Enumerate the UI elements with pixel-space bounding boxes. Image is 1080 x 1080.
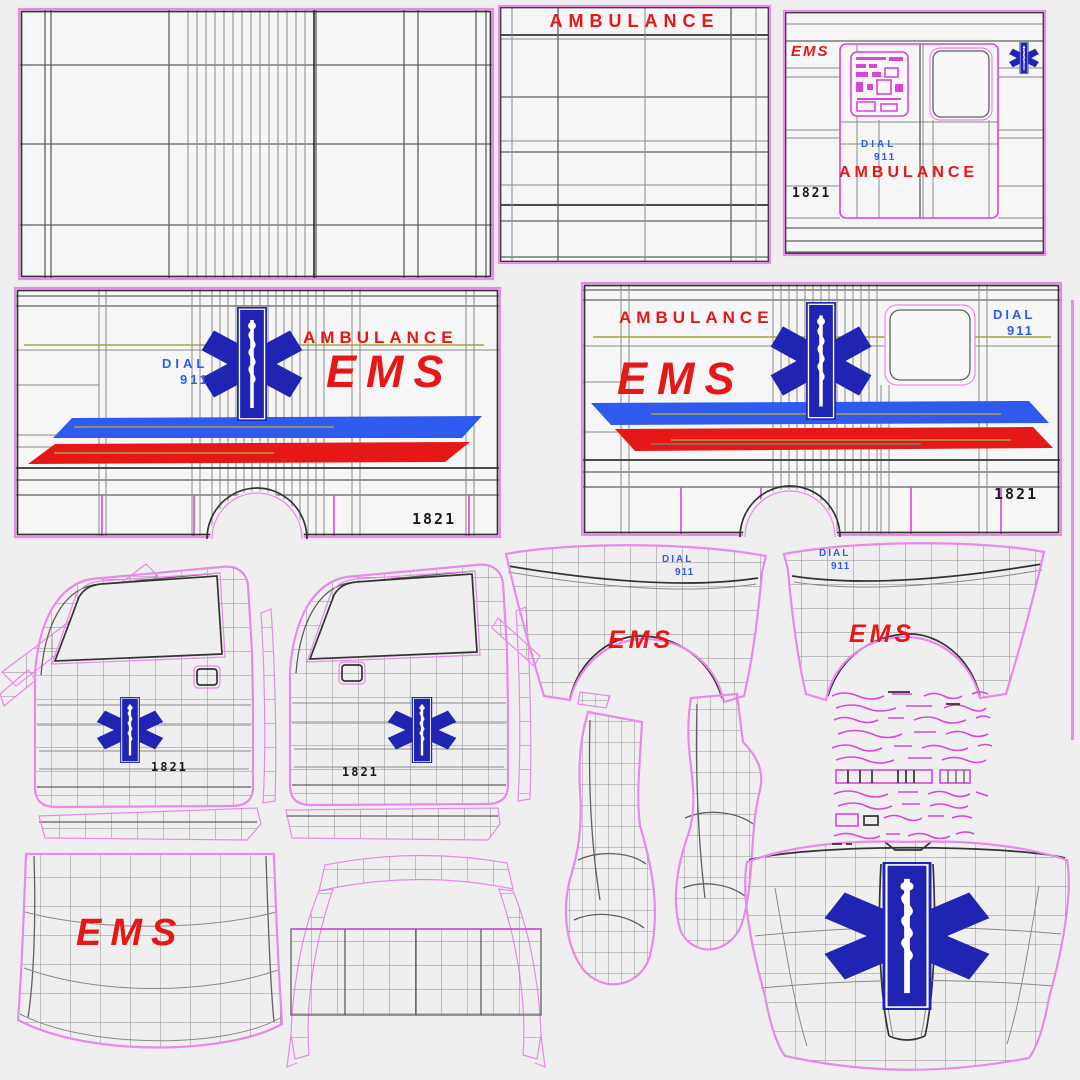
- fender-left-wireframe: [491, 544, 768, 704]
- fender-right-panel: DIAL 911 EMS: [775, 536, 1050, 704]
- rocker-sill-right: [282, 802, 504, 844]
- side-right-unit-number: 1821: [994, 485, 1039, 503]
- side-right-door-window: [884, 304, 976, 386]
- star-of-life-icon: [835, 862, 979, 1010]
- rear-step-ems-text: EMS: [76, 912, 186, 954]
- quarter-piece-right: [645, 688, 765, 980]
- quarter-piece-left: [530, 691, 665, 1000]
- uv-island-edge: [1071, 300, 1074, 740]
- door-handle: [338, 661, 366, 685]
- star-of-life-icon: [95, 696, 165, 764]
- rocker-sill-right-wireframe: [285, 807, 501, 841]
- side-left-ambulance-text: AMBULANCE: [303, 328, 458, 347]
- box-front-ambulance-text: AMBULANCE: [549, 11, 720, 31]
- door-handle: [193, 665, 221, 689]
- rear-door-frame: [839, 43, 999, 219]
- fender-right-911-text: 911: [831, 561, 851, 572]
- side-left-911-text: 911: [180, 372, 210, 387]
- windshield-frame-wireframe: [286, 854, 546, 1068]
- fender-right-wireframe: [782, 542, 1046, 702]
- small-parts-cluster: [828, 686, 1012, 848]
- fender-left-911-text: 911: [675, 567, 695, 578]
- side-left-unit-number: 1821: [412, 510, 457, 528]
- side-right-dial-text: DIAL: [993, 307, 1036, 322]
- side-left-ems-text: EMS: [326, 346, 454, 397]
- wheel-arch-cutout: [206, 487, 308, 540]
- side-right-ems-text: EMS: [617, 353, 745, 404]
- box-front-panel: AMBULANCE: [497, 4, 772, 265]
- star-of-life-icon: [1008, 41, 1040, 75]
- quarter-piece-right-wireframe: [674, 692, 763, 951]
- box-front-wireframe: [497, 4, 772, 265]
- door-window-opening: [306, 570, 481, 663]
- door-window-opening: [51, 572, 226, 665]
- windshield-frame-panel: [285, 845, 547, 1080]
- fender-right-ems-text: EMS: [849, 620, 916, 648]
- hood-panel: [735, 828, 1080, 1080]
- rear-doors-ambulance-text: AMBULANCE: [839, 164, 979, 181]
- front-door-left-panel: 1821: [25, 555, 287, 853]
- rear-step-wireframe: [16, 852, 284, 1049]
- wheel-arch-cutout: [739, 485, 841, 538]
- side-panel-right: AMBULANCE EMS DIAL 911 1821: [580, 281, 1063, 538]
- equipment-label: [850, 51, 909, 117]
- roof-panel: [17, 7, 495, 281]
- rear-doors-unit-number: 1821: [792, 186, 832, 201]
- side-right-911-text: 911: [1007, 323, 1034, 338]
- rear-doors-911-text: 911: [874, 152, 897, 163]
- side-left-dial-text: DIAL: [162, 356, 209, 371]
- rear-doors-wireframe: [782, 9, 1047, 257]
- door-left-unit-number: 1821: [151, 760, 188, 774]
- star-of-life-icon: [768, 301, 874, 421]
- rear-step-panel: EMS: [10, 848, 288, 1074]
- red-stripe: [615, 427, 1053, 451]
- rear-doors-ems-text: EMS: [791, 43, 830, 60]
- door-right-unit-number: 1821: [342, 765, 379, 779]
- rocker-sill-left: [33, 804, 265, 846]
- fender-right-dial-text: DIAL: [819, 548, 851, 559]
- quarter-piece-left-wireframe: [564, 691, 657, 986]
- fender-left-dial-text: DIAL: [662, 554, 694, 565]
- side-right-ambulance-text: AMBULANCE: [619, 308, 774, 327]
- side-panel-left: DIAL 911 AMBULANCE EMS 1821: [13, 286, 502, 540]
- front-door-left-wireframe: [33, 565, 277, 809]
- roof-wireframe: [17, 7, 495, 281]
- rear-doors-dial-text: DIAL: [861, 139, 897, 150]
- rear-doors-panel: EMS DIAL 911 AMBULANCE 1821: [782, 9, 1047, 257]
- front-door-right-panel: 1821: [280, 553, 542, 848]
- rear-door-window: [929, 47, 993, 121]
- small-parts-wireframe: [831, 691, 993, 845]
- star-of-life-icon: [386, 696, 458, 764]
- fender-left-ems-text: EMS: [608, 626, 675, 654]
- rocker-sill-left-wireframe: [38, 807, 262, 841]
- star-of-life-icon: [199, 306, 305, 422]
- fender-left-panel: DIAL 911 EMS: [491, 538, 775, 710]
